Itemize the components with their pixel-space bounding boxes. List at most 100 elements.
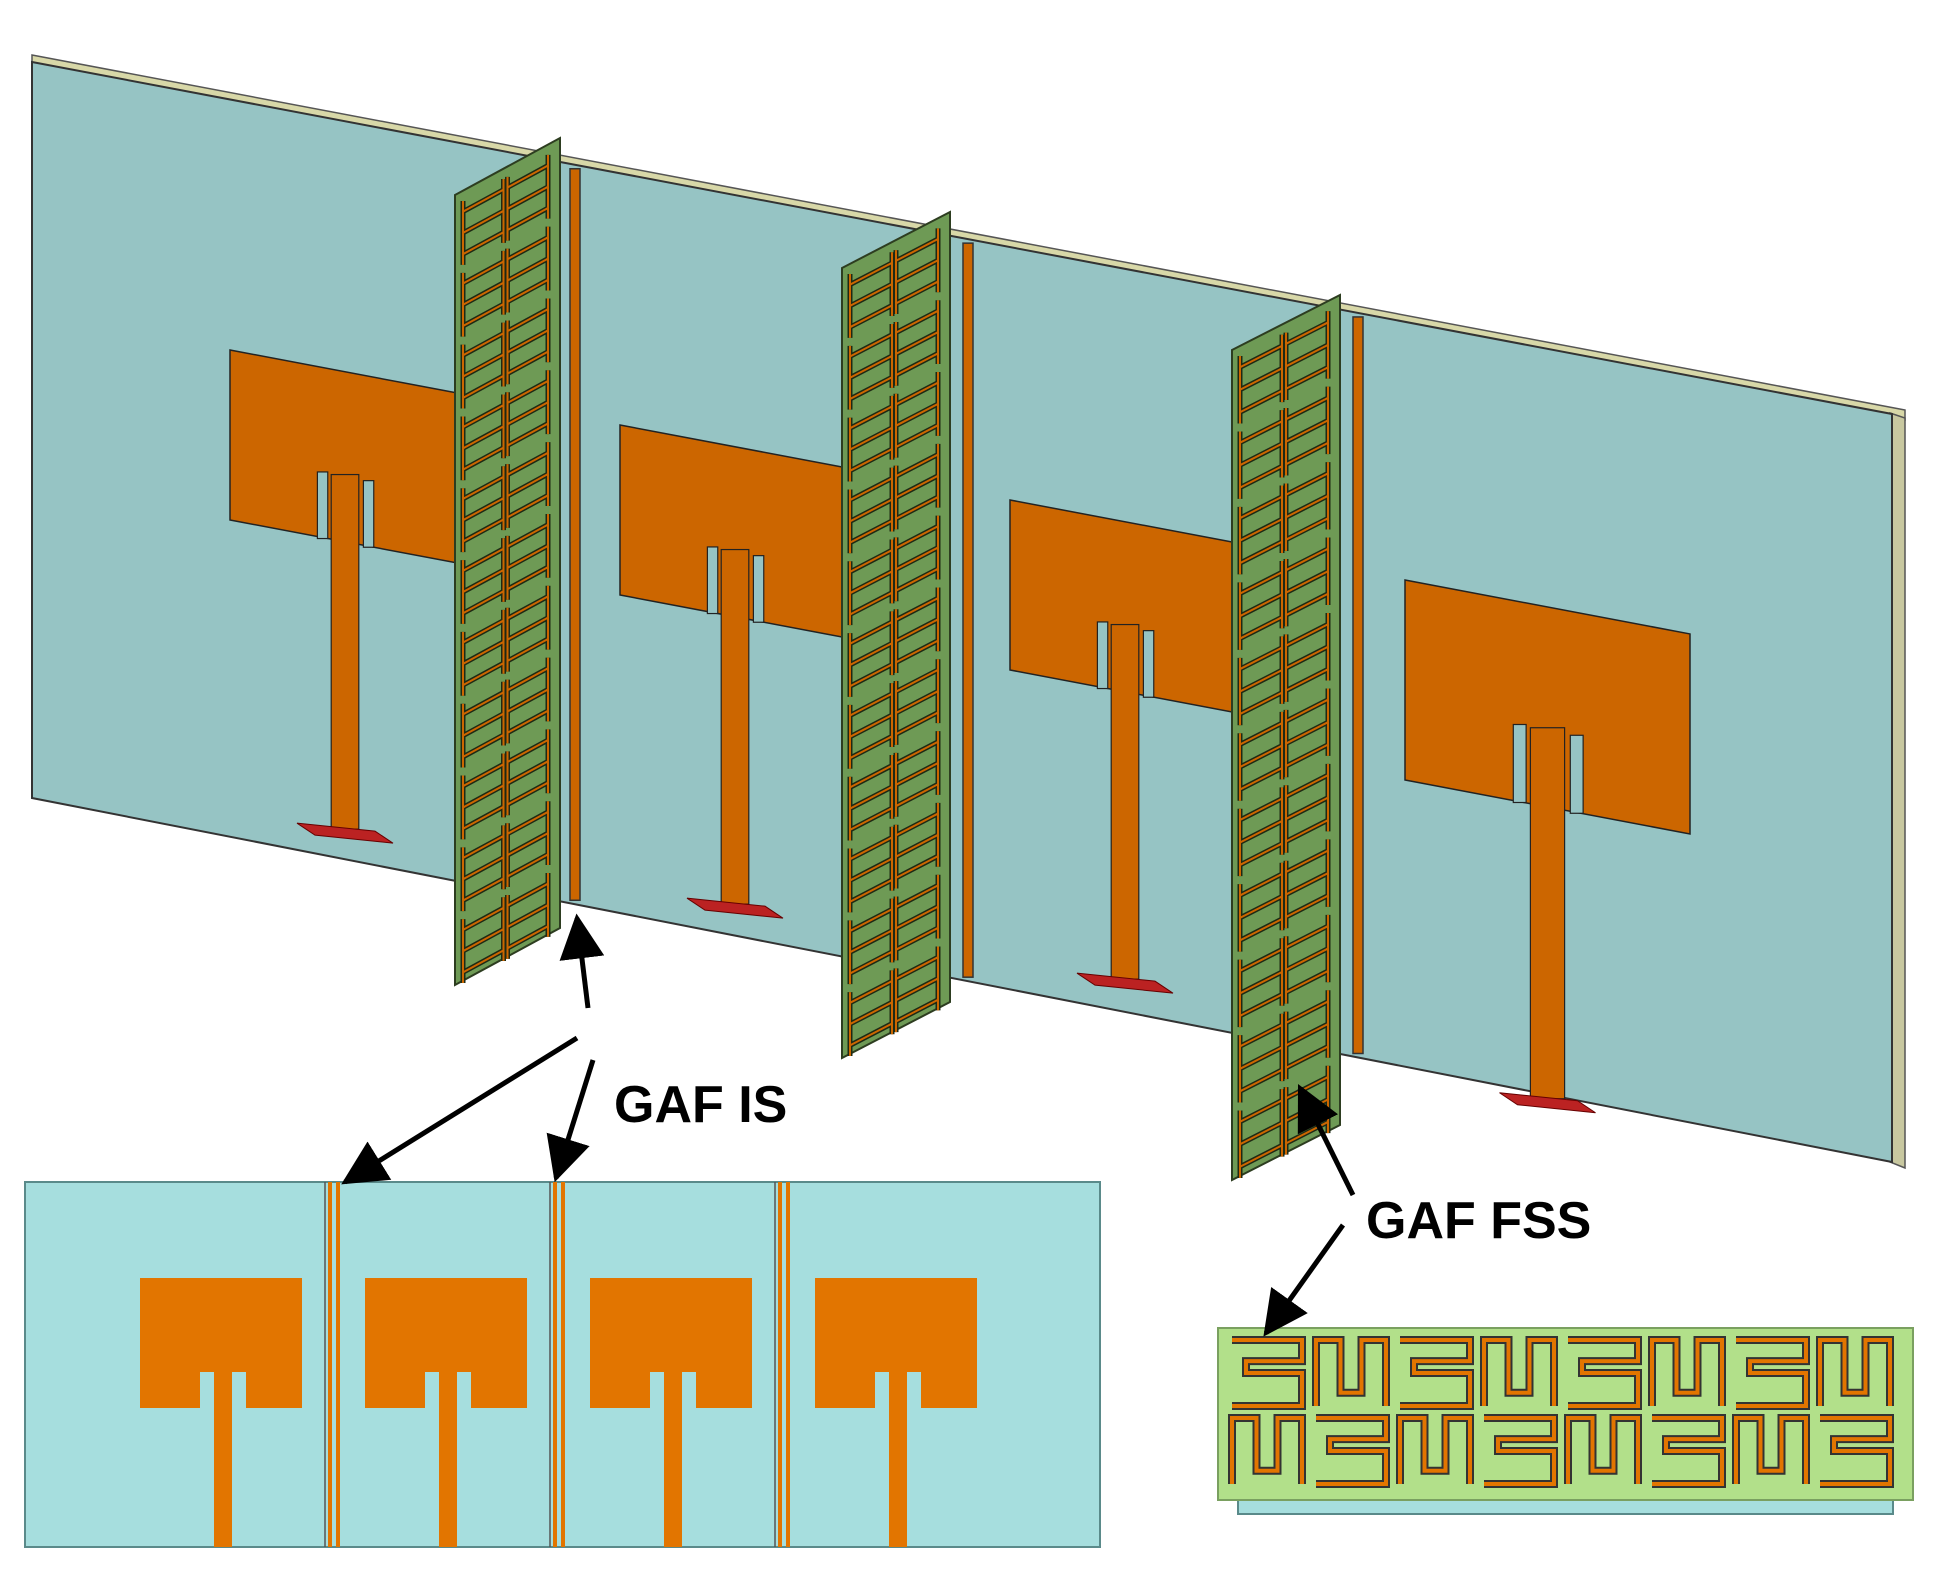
fss-meander-trace bbox=[506, 657, 549, 744]
fss-meander-trace bbox=[1285, 914, 1329, 1004]
fss-meander-trace bbox=[895, 300, 939, 386]
fss-meander-trace bbox=[1239, 636, 1283, 726]
fss-meander-trace bbox=[1239, 938, 1283, 1028]
fss-meander-trace bbox=[895, 587, 939, 674]
feed-port bbox=[686, 897, 784, 919]
arrow-icon bbox=[1263, 1223, 1346, 1337]
flat-patch-slot bbox=[425, 1372, 439, 1412]
gaf-fss-label: GAF FSS bbox=[1366, 1192, 1591, 1250]
arrow-icon bbox=[341, 1035, 579, 1185]
fss-flat-trace bbox=[1314, 1338, 1388, 1406]
fss-meander-trace bbox=[895, 228, 939, 314]
fss-meander-trace bbox=[895, 659, 939, 745]
fss-meander-trace bbox=[462, 250, 505, 337]
flat-strip bbox=[328, 1182, 332, 1547]
patch-slot bbox=[1096, 621, 1109, 690]
fss-meander-trace bbox=[849, 395, 893, 482]
flat-feed-line bbox=[664, 1372, 682, 1547]
fss-meander-trace bbox=[462, 825, 505, 912]
fss-meander-trace bbox=[895, 372, 939, 458]
fss-boards-3d bbox=[454, 136, 1341, 1182]
fss-meander-trace bbox=[1239, 485, 1283, 575]
fss-flat-trace bbox=[1734, 1416, 1808, 1484]
fss-meander-trace bbox=[1285, 839, 1329, 929]
fss-flat-view bbox=[1217, 1327, 1914, 1515]
antenna-array-3d-view bbox=[31, 54, 1906, 1182]
fss-meander-trace bbox=[506, 298, 549, 385]
isolation-strips bbox=[569, 168, 1364, 1055]
fss-meander-trace bbox=[1239, 862, 1283, 952]
fss-flat-trace bbox=[1652, 1416, 1724, 1486]
flat-strip bbox=[553, 1182, 557, 1547]
flat-patch-slot bbox=[875, 1372, 889, 1412]
fss-meander-trace bbox=[462, 753, 505, 840]
fss-flat-trace bbox=[1568, 1338, 1640, 1408]
isolation-structure-flat-view bbox=[24, 1181, 1101, 1548]
flat-patch-slot bbox=[457, 1372, 471, 1412]
flat-feed-line bbox=[889, 1372, 907, 1547]
arrow-icon bbox=[1297, 1083, 1356, 1197]
gaf-is-label: GAF IS bbox=[614, 1076, 787, 1134]
fss-meander-trace bbox=[462, 179, 505, 265]
isolation-strip bbox=[569, 168, 581, 902]
feed-line bbox=[330, 473, 360, 830]
fss-meander-trace bbox=[506, 513, 549, 600]
isolation-strip bbox=[1352, 316, 1364, 1055]
callout-arrows bbox=[341, 913, 1356, 1337]
fss-meander-trace bbox=[1239, 334, 1283, 424]
fss-meander-trace bbox=[895, 731, 939, 817]
fss-meander-trace bbox=[506, 729, 549, 816]
fss-flat-trace bbox=[1484, 1416, 1556, 1486]
fss-meander-trace bbox=[895, 443, 939, 530]
fss-meander-trace bbox=[849, 324, 893, 410]
fss-meander-trace bbox=[462, 322, 505, 409]
fss-meander-trace bbox=[895, 515, 939, 602]
arrow-icon bbox=[546, 1059, 596, 1183]
patch-antenna bbox=[1404, 579, 1691, 835]
feed-line bbox=[720, 548, 750, 905]
arrow-icon bbox=[559, 913, 605, 1009]
fss-flat-trace bbox=[1232, 1338, 1304, 1408]
flat-strip bbox=[336, 1182, 340, 1547]
feed-line bbox=[1110, 623, 1140, 980]
fss-meander-trace bbox=[849, 826, 893, 913]
fss-meander-trace bbox=[506, 801, 549, 888]
fss-meander-trace bbox=[506, 226, 549, 313]
fss-meander-trace bbox=[1285, 386, 1329, 476]
fss-meander-trace bbox=[849, 683, 893, 769]
fss-meander-trace bbox=[849, 252, 893, 338]
fss-flat-cells bbox=[1228, 1336, 1894, 1488]
fss-flat-trace bbox=[1818, 1338, 1892, 1406]
fss-meander-trace bbox=[462, 681, 505, 768]
fss-meander-trace bbox=[506, 154, 549, 241]
fss-flat-trace bbox=[1736, 1338, 1808, 1408]
fss-meander-trace bbox=[462, 466, 505, 553]
feed-port bbox=[1076, 972, 1174, 994]
fss-meander-trace bbox=[462, 897, 505, 983]
feed-port bbox=[296, 822, 394, 844]
fss-meander-trace bbox=[1285, 688, 1329, 778]
flat-patch-slot bbox=[907, 1372, 921, 1412]
flat-patch-antennas bbox=[140, 1278, 977, 1547]
patch-slot bbox=[1569, 734, 1584, 814]
fss-meander-trace bbox=[1239, 1089, 1283, 1178]
feed-ports-3d bbox=[296, 822, 1596, 1114]
fss-meander-trace bbox=[1285, 462, 1329, 551]
fss-meander-trace bbox=[849, 754, 893, 841]
fss-meander-trace bbox=[1239, 1013, 1283, 1103]
fss-meander-trace bbox=[1285, 537, 1329, 627]
flat-strip bbox=[778, 1182, 782, 1547]
patch-slot bbox=[1512, 723, 1527, 804]
fss-meander-trace bbox=[849, 970, 893, 1056]
fss-meander-trace bbox=[1239, 560, 1283, 650]
patch-slot bbox=[316, 471, 329, 540]
fss-flat-trace bbox=[1398, 1416, 1472, 1484]
fss-meander-trace bbox=[1285, 990, 1329, 1080]
fss-meander-trace bbox=[462, 394, 505, 481]
feed-line bbox=[1529, 727, 1566, 1100]
fss-flat-trace bbox=[1400, 1338, 1472, 1408]
flat-patch-slot bbox=[650, 1372, 664, 1412]
substrate-wall bbox=[31, 60, 1893, 1164]
fss-meander-trace bbox=[1285, 763, 1329, 853]
